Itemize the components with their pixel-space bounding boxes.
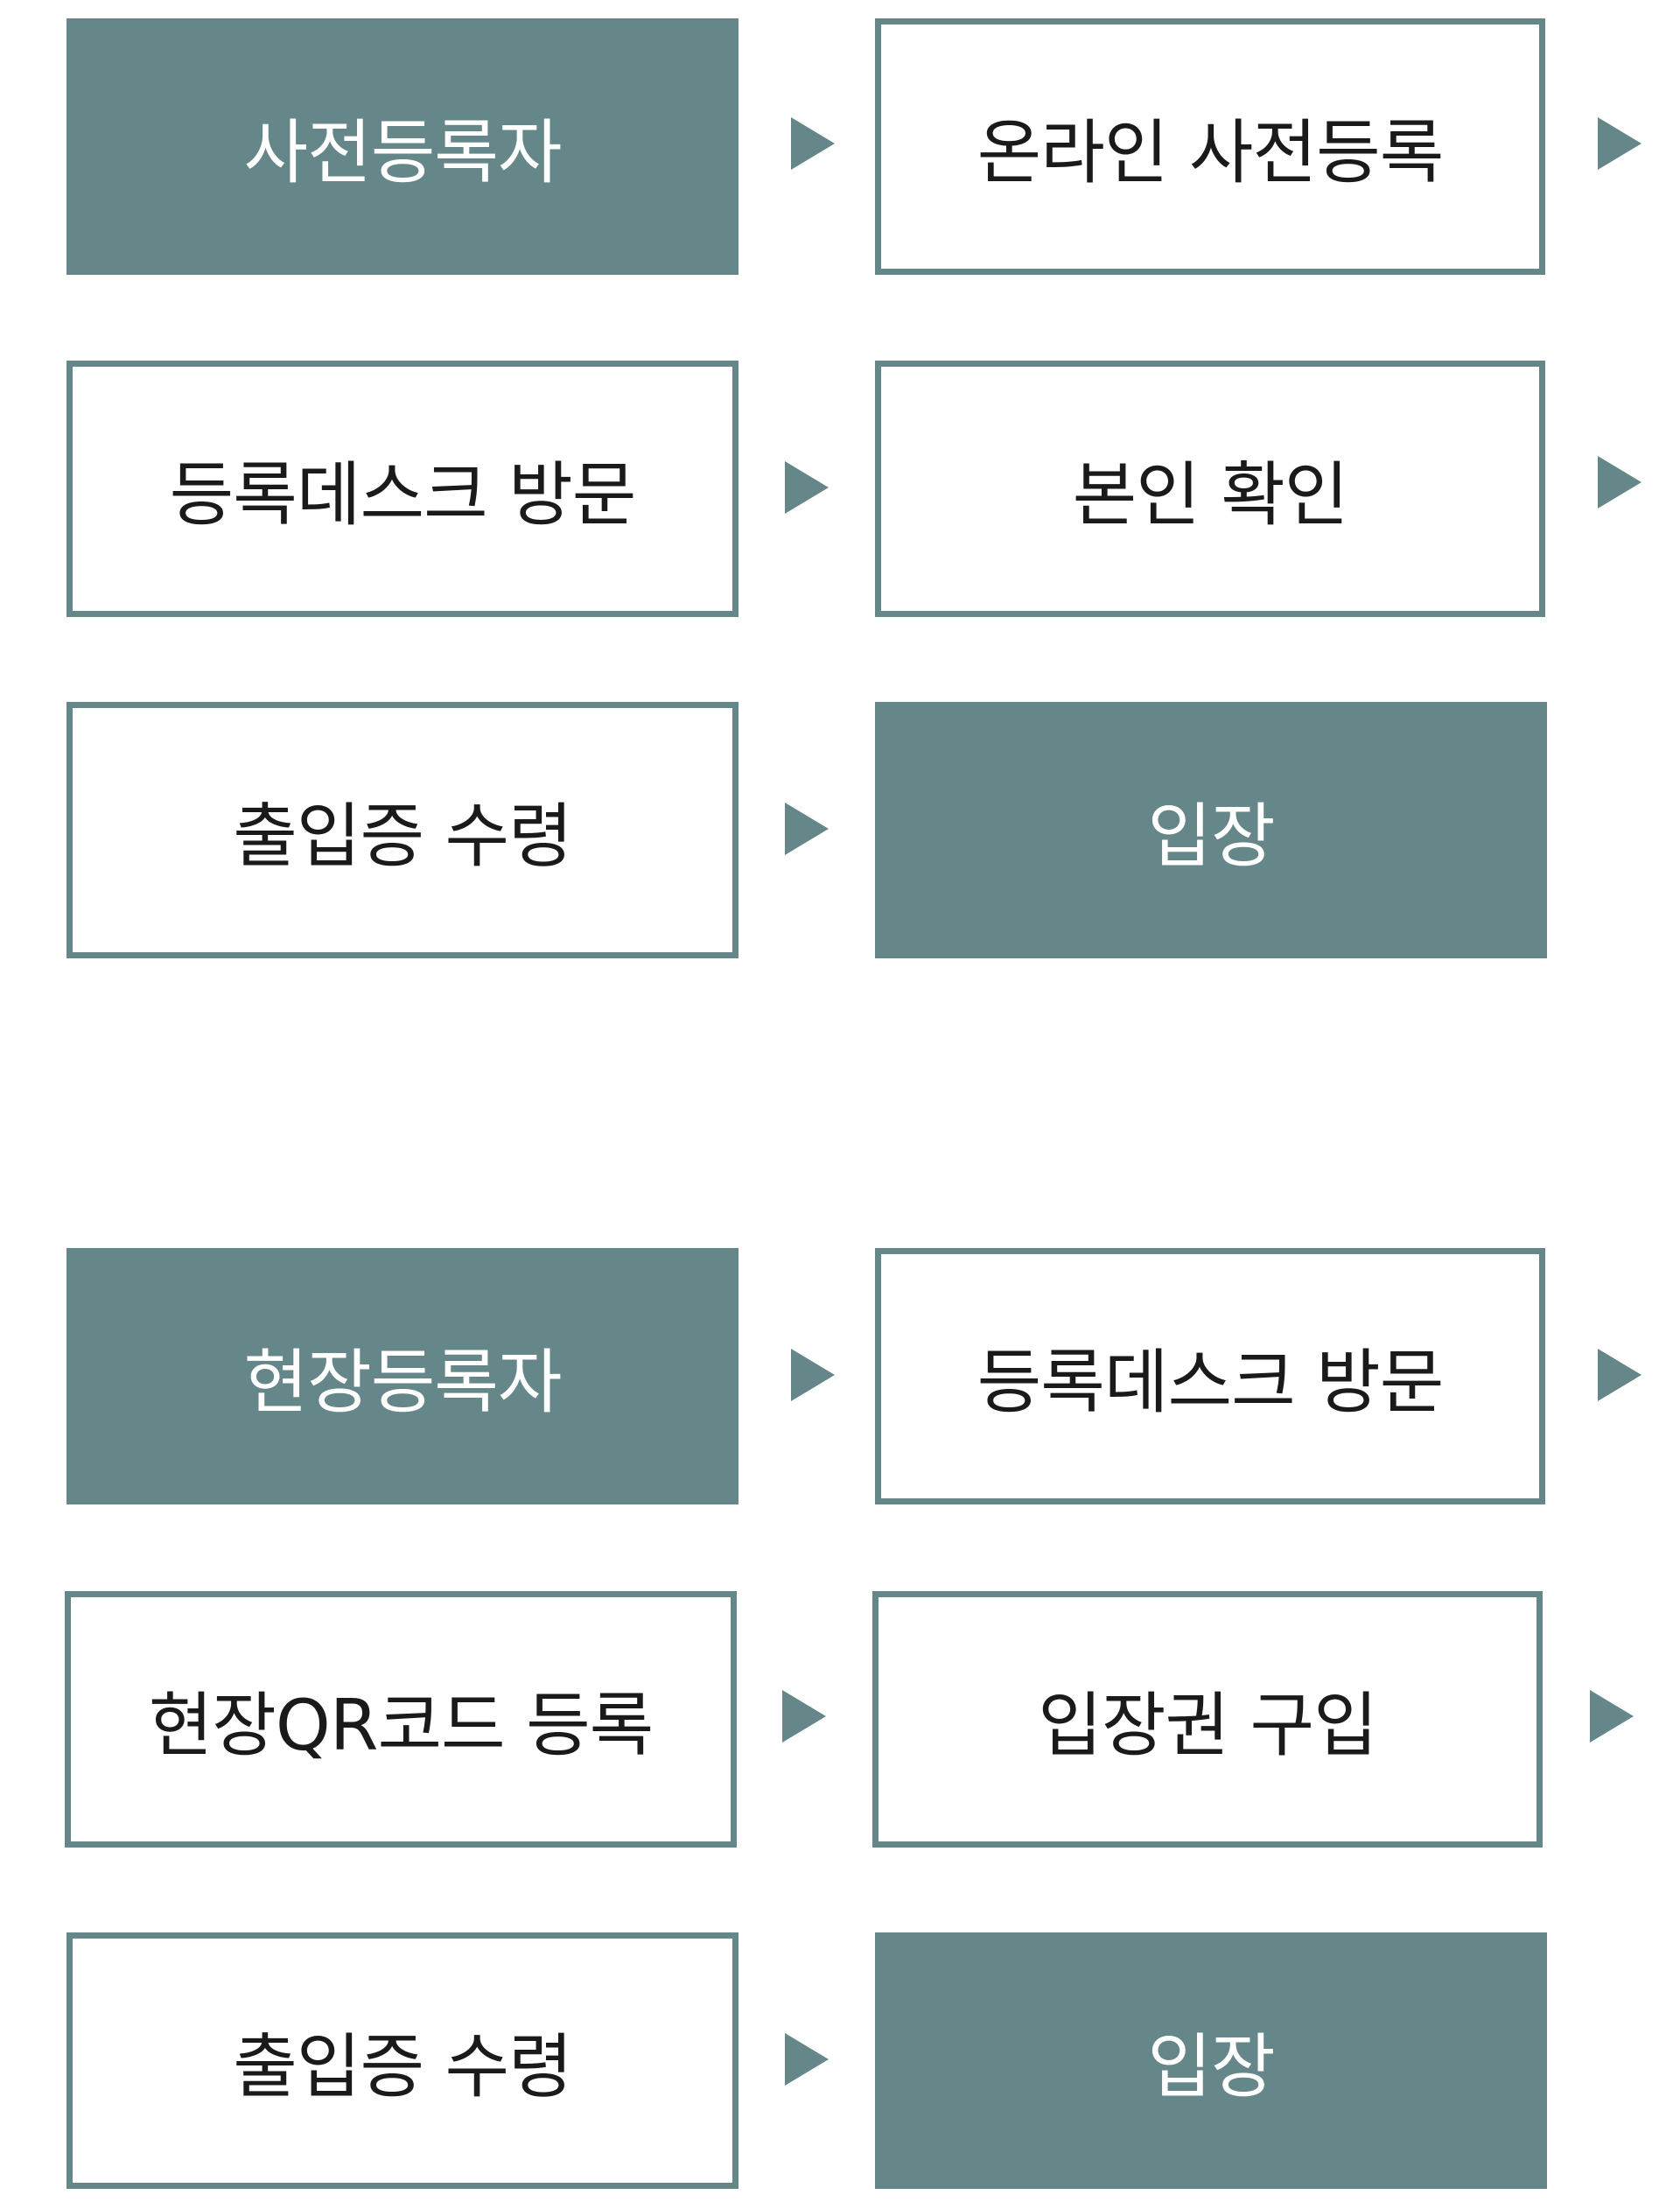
step-pre-registrant: 사전등록자 <box>66 18 738 275</box>
step-receive-pass: 출입증 수령 <box>66 1932 738 2189</box>
arrow-right-icon <box>791 1349 835 1401</box>
arrow-right-icon <box>785 803 829 855</box>
step-receive-pass: 출입증 수령 <box>66 702 738 958</box>
arrow-right-icon <box>1598 1349 1642 1401</box>
step-visit-registration-desk: 등록데스크 방문 <box>875 1248 1545 1504</box>
step-buy-ticket: 입장권 구입 <box>872 1591 1543 1848</box>
arrow-right-icon <box>791 117 835 170</box>
arrow-right-icon <box>1598 117 1642 170</box>
arrow-right-icon <box>782 1690 826 1743</box>
step-entry: 입장 <box>875 1932 1547 2189</box>
arrow-right-icon <box>785 2033 829 2086</box>
arrow-right-icon <box>1590 1690 1634 1743</box>
step-online-pre-registration: 온라인 사전등록 <box>875 18 1545 275</box>
step-onsite-qr-registration: 현장QR코드 등록 <box>65 1591 737 1848</box>
step-entry: 입장 <box>875 702 1547 958</box>
step-identity-check: 본인 확인 <box>875 361 1545 617</box>
step-visit-registration-desk: 등록데스크 방문 <box>66 361 738 617</box>
arrow-right-icon <box>785 461 829 514</box>
arrow-right-icon <box>1598 456 1642 508</box>
step-onsite-registrant: 현장등록자 <box>66 1248 738 1504</box>
